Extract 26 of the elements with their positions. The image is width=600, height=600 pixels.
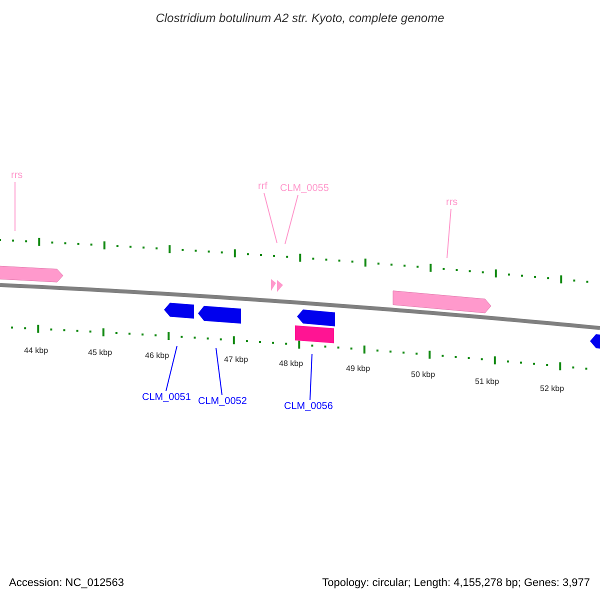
scale-label: 46 kbp — [145, 350, 170, 362]
scale-label: 44 kbp — [24, 345, 48, 357]
gene-label: CLM_0052 — [198, 395, 247, 408]
leader-line — [216, 348, 222, 396]
scale-label: 51 kbp — [475, 376, 500, 388]
leader-line — [310, 354, 312, 400]
leader-line — [446, 208, 452, 258]
gene-label: rrs — [446, 196, 458, 209]
scale-label: 52 kbp — [540, 383, 564, 395]
leader-line — [264, 192, 278, 244]
scale-label: 50 kbp — [411, 369, 436, 381]
gene-label: CLM_0051 — [142, 391, 191, 404]
gene-label: CLM_0056 — [284, 400, 333, 413]
gene-label: rrf — [258, 180, 268, 193]
gene-label: CLM_0055 — [280, 182, 329, 195]
accession-text: Accession: NC_012563 — [9, 576, 124, 591]
scale-label: 49 kbp — [346, 363, 370, 375]
scale-label: 47 kbp — [224, 354, 248, 366]
leader-line — [284, 194, 298, 244]
scale-label: 45 kbp — [88, 347, 112, 359]
leader-line — [166, 346, 178, 392]
title: Clostridium botulinum A2 str. Kyoto, complete genome — [154, 10, 446, 27]
gene-label: rrs — [11, 169, 23, 182]
genome-summary-text: Topology: circular; Length: 4,155,278 bp; Genes: 3,977 — [322, 576, 590, 591]
scale-label: 48 kbp — [279, 358, 304, 370]
leader-line — [14, 182, 16, 232]
